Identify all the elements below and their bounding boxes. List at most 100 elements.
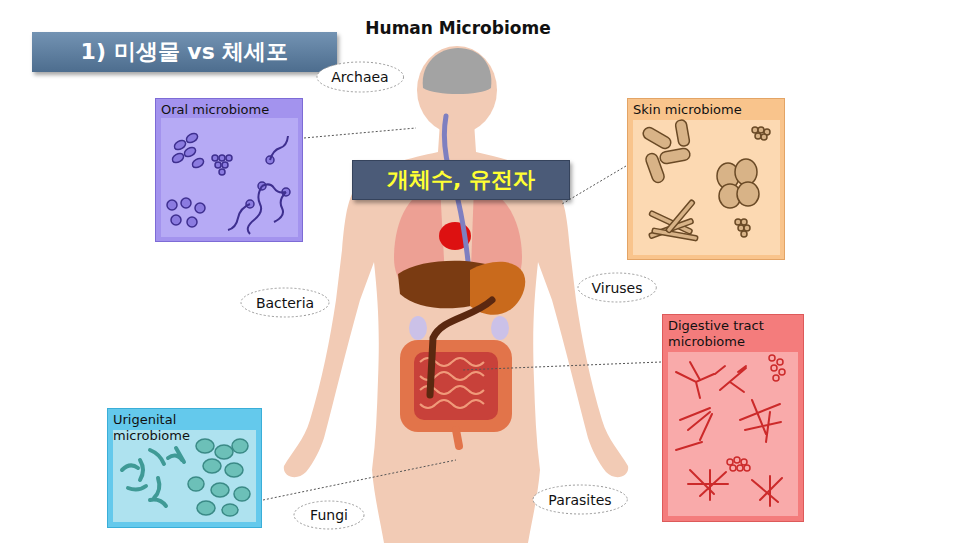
urigenital-microbes — [188, 477, 204, 491]
digestive-microbes — [744, 465, 750, 471]
urigenital-microbes — [225, 463, 243, 477]
urigenital-microbes — [196, 439, 214, 453]
leader-line — [263, 128, 661, 500]
leader-line — [462, 362, 661, 370]
oral-microbes — [195, 203, 205, 213]
digestive-microbes — [779, 369, 785, 375]
oral-microbes — [185, 132, 199, 145]
leader-line — [562, 166, 626, 204]
digestive-microbes — [771, 365, 777, 371]
oral-microbes — [219, 155, 225, 161]
ellipse-outline — [294, 501, 364, 529]
oral-microbes — [222, 162, 228, 168]
oral-microbes — [212, 155, 218, 161]
node-text: Viruses — [591, 280, 642, 296]
node-text: Digestive tract microbiome — [668, 318, 798, 351]
organs — [400, 340, 512, 432]
skin-microbes — [659, 147, 691, 164]
box-panel — [627, 98, 785, 260]
urigenital-microbes — [197, 501, 215, 515]
ellipse-outline — [241, 288, 329, 317]
skin-microbes — [644, 152, 666, 184]
microbiome-box: Urigenital microbiome — [107, 408, 262, 528]
urigenital-microbes — [122, 439, 250, 516]
digestive-microbes — [727, 355, 785, 471]
section-banner: 1) 미생물 vs 체세포 — [32, 32, 337, 72]
skin-microbes — [675, 119, 690, 147]
urigenital-microbes — [215, 445, 233, 459]
skin-microbes — [666, 199, 696, 233]
oral-microbes — [228, 136, 288, 234]
oral-microbes — [181, 198, 191, 208]
skin-microbes — [641, 125, 673, 150]
organs — [394, 48, 525, 446]
organism-ellipse: Bacteria — [240, 287, 330, 318]
digestive-microbes — [720, 366, 746, 392]
skin-microbes — [752, 127, 758, 133]
skin-microbes — [758, 127, 764, 133]
oral-microbes — [167, 200, 177, 210]
diagram-title: Human Microbiome — [365, 18, 550, 38]
urigenital-microbes — [222, 504, 238, 516]
organs — [456, 430, 459, 446]
organs — [423, 48, 492, 94]
microbiome-box: Skin microbiome — [627, 98, 785, 260]
body-silhouette — [284, 122, 628, 543]
box-panel — [161, 118, 298, 237]
urigenital-microbes — [232, 439, 248, 453]
box-panel — [107, 408, 262, 528]
skin-microbes — [652, 228, 698, 241]
skin-microbes — [741, 219, 747, 225]
skin-microbes — [641, 119, 770, 241]
organs — [414, 352, 498, 420]
oral-microbes — [215, 162, 221, 168]
box-panel — [633, 120, 780, 255]
digestive-microbes — [676, 408, 712, 450]
body-silhouette — [417, 46, 497, 134]
skin-microbes — [744, 225, 750, 231]
organism-ellipse: Parasites — [532, 484, 628, 515]
microbiome-box: Digestive tract microbiome — [662, 314, 804, 522]
organism-ellipse: Archaea — [316, 61, 405, 93]
skin-microbes — [735, 159, 757, 185]
urigenital-microbes — [211, 483, 229, 497]
leader-line — [263, 460, 456, 500]
digestive-microbes — [740, 400, 781, 442]
oral-microbes — [171, 152, 185, 165]
skin-microbes — [741, 231, 747, 237]
oral-microbes — [173, 139, 187, 152]
organs — [491, 316, 509, 340]
skin-microbes — [755, 133, 761, 139]
digestive-microbes — [769, 355, 775, 361]
ellipse-outline — [578, 273, 656, 302]
oral-microbes — [167, 132, 290, 234]
box-panel — [107, 98, 804, 528]
skin-microbes — [738, 225, 744, 231]
box-panel — [668, 352, 798, 516]
node-text: Urigenital microbiome — [113, 412, 256, 445]
box-panel — [155, 98, 303, 242]
digestive-microbes — [734, 457, 740, 463]
ellipse-outline — [317, 62, 404, 92]
microbiome-box: Oral microbiome — [155, 98, 303, 242]
digestive-microbes — [737, 465, 743, 471]
oral-microbes — [171, 215, 181, 225]
skin-microbes — [737, 182, 759, 206]
node-text: Archaea — [331, 69, 388, 85]
oral-microbes — [226, 155, 232, 161]
body-silhouette — [284, 46, 628, 543]
skin-microbes — [735, 219, 741, 225]
organs — [409, 316, 427, 340]
box-panel — [113, 430, 256, 522]
node-text: 1) 미생물 vs 체세포 — [81, 37, 289, 67]
urigenital-microbes — [122, 448, 184, 506]
oral-microbes — [187, 217, 197, 227]
organs — [430, 300, 492, 395]
oral-microbes — [167, 132, 290, 227]
topic-banner: 개체수, 유전자 — [352, 160, 570, 200]
ellipse-outline — [533, 485, 627, 514]
node-text: Fungi — [310, 507, 348, 523]
organism-ellipse: Fungi — [293, 500, 365, 530]
